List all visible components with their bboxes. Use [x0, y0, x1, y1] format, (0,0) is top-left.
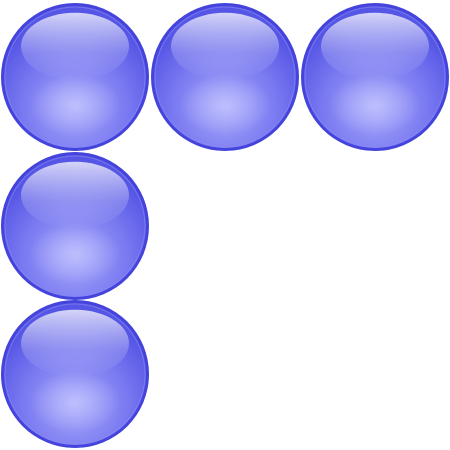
sphere-row1-col3: [301, 3, 449, 151]
sphere-gloss-highlight: [20, 309, 130, 377]
sphere-inner-edge: [304, 6, 446, 148]
sphere-inner-edge: [4, 6, 146, 148]
sphere-inner-edge: [4, 303, 146, 445]
sphere-gloss-highlight: [320, 12, 430, 80]
sphere-inner-edge: [4, 155, 146, 297]
sphere-lower-glow: [329, 74, 421, 136]
sphere-gloss-highlight: [20, 12, 130, 80]
sphere-inner-edge: [154, 6, 296, 148]
sphere-lower-glow: [29, 223, 121, 285]
sphere-lower-glow: [29, 371, 121, 433]
sphere-row1-col1: [1, 3, 149, 151]
sphere-gloss-highlight: [20, 161, 130, 229]
spheres-group: [1, 3, 449, 448]
sphere-lower-glow: [29, 74, 121, 136]
sphere-row1-col2: [151, 3, 299, 151]
sphere-row3-col1: [1, 300, 149, 448]
sphere-row2-col1: [1, 152, 149, 300]
sphere-lower-glow: [179, 74, 271, 136]
sphere-gloss-highlight: [170, 12, 280, 80]
